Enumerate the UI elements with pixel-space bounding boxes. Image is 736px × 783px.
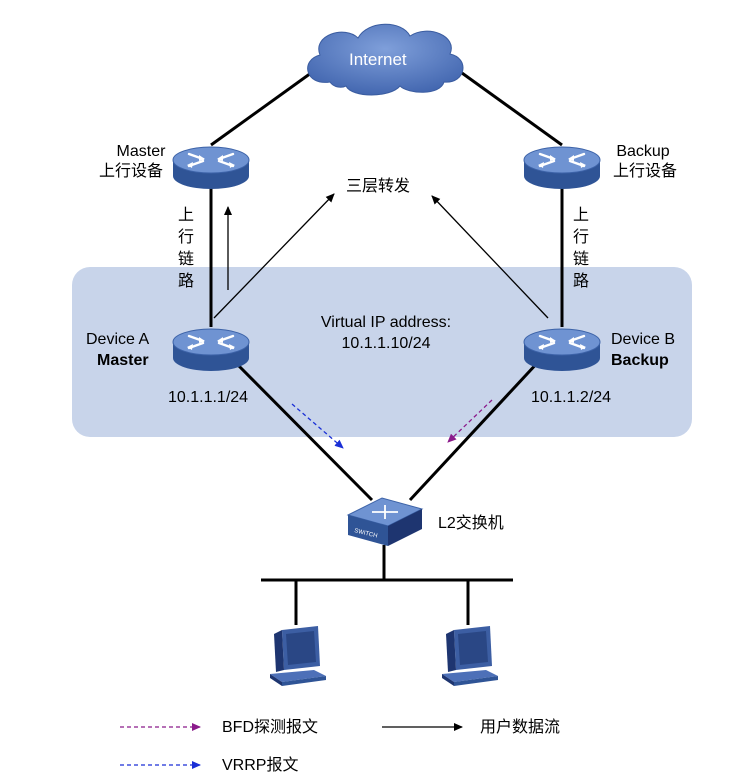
link-internet-left — [210, 66, 319, 147]
router-icon — [522, 145, 602, 191]
uplink-char: 链 — [177, 251, 194, 268]
device-a-name: Device A — [86, 331, 150, 348]
uplink-char: 上 — [177, 207, 194, 224]
internet-label: Internet — [349, 50, 407, 69]
legend-bfd-label: BFD探测报文 — [222, 719, 319, 736]
user-flow-right-arrow — [431, 195, 549, 319]
pc-icon — [442, 626, 498, 686]
uplink-char: 上 — [572, 207, 589, 224]
virtual-ip-title: Virtual IP address: — [320, 314, 452, 331]
link-deviceB-switch — [408, 358, 542, 502]
device-b-ip: 10.1.1.2/24 — [531, 389, 612, 406]
l3-forward-label: 三层转发 — [346, 178, 411, 195]
uplink-char: 行 — [177, 229, 194, 246]
uplink-label-right: 上 行 链 路 — [571, 205, 591, 293]
uplink-char: 路 — [177, 273, 194, 290]
router-icon — [171, 327, 251, 373]
device-b-name: Device B — [611, 331, 676, 348]
cloud-icon — [307, 23, 464, 96]
device-a-role: Master — [97, 352, 149, 369]
vrrp-arrow — [291, 403, 344, 449]
switch-icon: SWITCH — [346, 497, 424, 546]
bfd-arrow — [447, 399, 493, 443]
legend-user-flow-label: 用户数据流 — [480, 719, 561, 736]
upstream-left-role: Master — [116, 143, 166, 160]
uplink-label-left: 上 行 链 路 — [176, 205, 196, 293]
uplink-char: 路 — [572, 273, 589, 290]
pc-icon — [270, 626, 326, 686]
device-b-role: Backup — [611, 352, 669, 369]
uplink-char: 行 — [572, 229, 589, 246]
uplink-char: 链 — [572, 251, 589, 268]
switch-label: L2交换机 — [438, 515, 504, 532]
switch-badge: SWITCH — [354, 528, 378, 540]
router-icon — [522, 327, 602, 373]
device-a-ip: 10.1.1.1/24 — [168, 389, 249, 406]
link-internet-right — [454, 66, 563, 147]
upstream-left-name: 上行设备 — [98, 163, 163, 180]
upstream-right-name: 上行设备 — [612, 163, 677, 180]
upstream-right-role: Backup — [616, 143, 670, 160]
virtual-ip-value: 10.1.1.10/24 — [341, 335, 431, 352]
link-deviceA-switch — [231, 358, 374, 502]
legend-vrrp-label: VRRP报文 — [222, 757, 299, 774]
vrrp-group-region — [72, 267, 692, 437]
user-flow-left-arrow — [213, 193, 335, 319]
